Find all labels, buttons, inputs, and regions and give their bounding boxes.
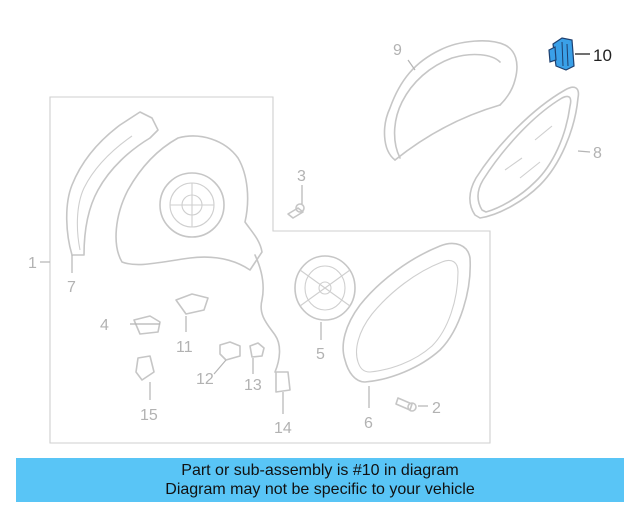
banner-line-1: Part or sub-assembly is #10 in diagram — [181, 462, 459, 479]
callout-3: 3 — [297, 168, 306, 185]
callout-9: 9 — [393, 42, 402, 59]
callout-4: 4 — [100, 317, 109, 334]
callout-14: 14 — [274, 420, 292, 437]
info-banner: Part or sub-assembly is #10 in diagram D… — [16, 458, 624, 502]
callout-5: 5 — [316, 346, 325, 363]
connector-part-12 — [219, 341, 241, 361]
motor-part-5 — [294, 255, 356, 321]
mirror-housing — [115, 135, 281, 373]
mirror-frame-part-6 — [342, 242, 472, 383]
bracket-part-10 — [548, 37, 575, 71]
callout-8: 8 — [593, 145, 602, 162]
connector-part-13 — [249, 342, 265, 358]
callout-13: 13 — [244, 377, 262, 394]
assembly-outline — [49, 96, 491, 444]
callout-6: 6 — [364, 415, 373, 432]
callout-7: 7 — [67, 279, 76, 296]
harness-plug-part-14 — [275, 371, 291, 393]
bolt-part-2 — [395, 397, 417, 412]
callout-2: 2 — [432, 400, 441, 417]
callout-10: 10 — [593, 46, 612, 65]
callout-1: 1 — [28, 255, 37, 272]
screw-part-3 — [287, 203, 305, 219]
turn-signal-part-7 — [65, 111, 159, 256]
callout-11: 11 — [176, 339, 193, 356]
sensor-part-15 — [135, 355, 155, 381]
leader-lines — [40, 53, 591, 414]
mirror-cover-part-9 — [383, 40, 518, 161]
callout-12: 12 — [196, 371, 214, 388]
connector-part-11 — [175, 293, 209, 315]
mirror-glass-part-8 — [469, 86, 580, 219]
clip-part-4 — [133, 315, 161, 335]
banner-line-2: Diagram may not be specific to your vehi… — [165, 481, 475, 498]
callout-15: 15 — [140, 407, 158, 424]
